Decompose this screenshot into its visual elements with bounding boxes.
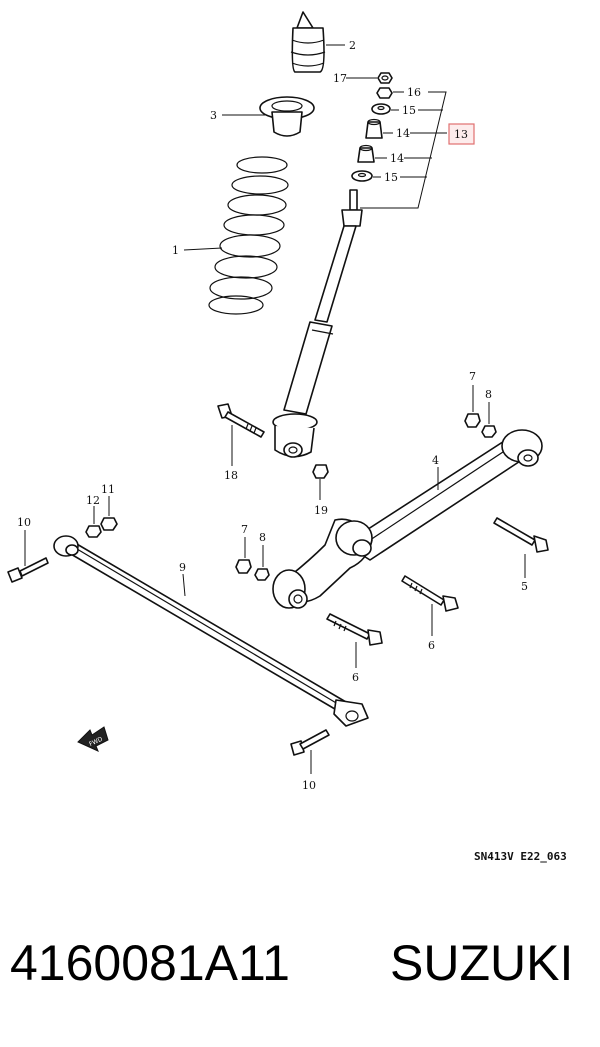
washer-part-15-upper	[371, 103, 391, 115]
forward-arrow-icon: FWD	[77, 726, 109, 752]
bolt-part-6-right	[401, 575, 459, 612]
callout-1: 1	[172, 244, 179, 257]
callout-2: 2	[349, 39, 356, 52]
bolt-part-10-left	[7, 557, 49, 583]
bushing-part-14-upper	[365, 118, 383, 139]
bolt-part-10-bottom	[290, 729, 330, 756]
callout-10-bottom: 10	[302, 779, 316, 792]
callout-8-lower: 8	[259, 531, 266, 544]
callout-6-right: 6	[428, 639, 435, 652]
bump-stop-part-2	[290, 11, 326, 73]
nut-part-12	[85, 525, 102, 538]
callout-13: 13	[454, 128, 468, 141]
coil-spring-part-1	[208, 156, 289, 315]
callout-15-lower: 15	[384, 171, 398, 184]
callout-16: 16	[407, 86, 421, 99]
drawing-code: SN413V E22_063	[474, 850, 567, 863]
part-number: 4160081A11	[10, 935, 290, 991]
callout-15-upper: 15	[402, 104, 416, 117]
nut-part-19	[312, 464, 329, 479]
bolt-part-5	[493, 517, 549, 553]
caption-bar: 4160081A11 SUZUKI	[0, 930, 600, 1010]
spring-seat-part-3	[259, 96, 315, 137]
trailing-arm-part-4	[272, 429, 543, 609]
callout-8-upper: 8	[485, 388, 492, 401]
shock-absorber	[272, 189, 363, 458]
callout-5: 5	[521, 580, 528, 593]
callout-18: 18	[224, 469, 238, 482]
callout-4: 4	[432, 454, 439, 467]
brand-name: SUZUKI	[390, 935, 574, 991]
callout-13-highlight-box[interactable]: 13	[448, 123, 475, 145]
callout-7-upper: 7	[469, 370, 476, 383]
bushing-part-14-lower	[357, 144, 375, 163]
nut-part-7-lower	[235, 559, 252, 574]
callout-6-left: 6	[352, 671, 359, 684]
nut-part-16	[376, 87, 393, 99]
nut-part-17	[377, 72, 393, 84]
callout-14-lower: 14	[390, 152, 404, 165]
callout-19: 19	[314, 504, 328, 517]
nut-part-11	[100, 517, 118, 531]
callout-11: 11	[101, 483, 115, 496]
callout-10-left: 10	[17, 516, 31, 529]
nut-part-8-upper	[481, 425, 497, 438]
callout-7-lower: 7	[241, 523, 248, 536]
highlight-rect	[448, 123, 475, 145]
lateral-rod-part-9	[53, 535, 369, 727]
bolt-part-18	[217, 403, 265, 438]
callout-14-upper: 14	[396, 127, 410, 140]
exploded-parts-diagram: 2 3 1 17 16 15 14	[7, 11, 567, 863]
callout-12: 12	[86, 494, 100, 507]
callout-9: 9	[179, 561, 186, 574]
nut-part-7-upper	[464, 413, 481, 428]
nut-part-8-lower	[254, 568, 270, 581]
callout-17: 17	[333, 72, 347, 85]
callout-3: 3	[210, 109, 217, 122]
bolt-part-6-left	[326, 613, 383, 646]
washer-part-15-lower	[351, 170, 373, 182]
